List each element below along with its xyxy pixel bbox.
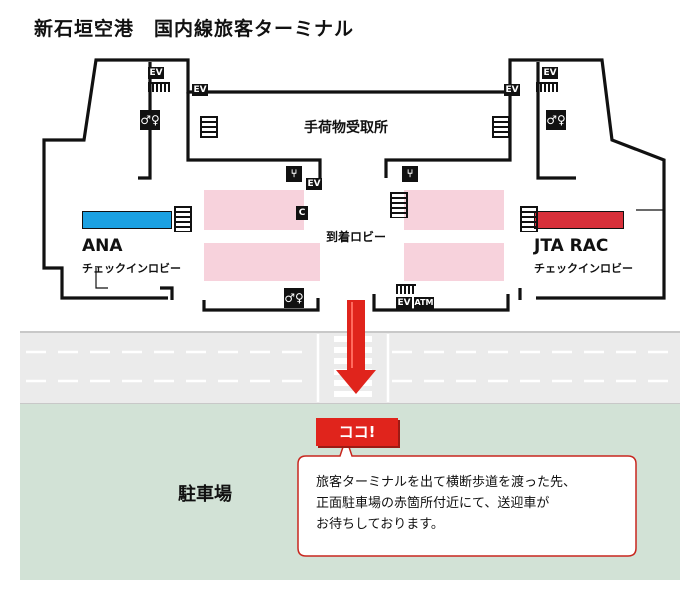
stairs-icon xyxy=(520,206,538,232)
arrival-lobby-label: 到着ロビー xyxy=(326,230,387,244)
ana-label: ANA xyxy=(82,236,123,256)
escalator-icon xyxy=(148,82,170,92)
callout-text: 旅客ターミナルを出て横断歩道を渡った先、 正面駐車場の赤箇所付近にて、送迎車が … xyxy=(316,472,626,535)
parking-label: 駐車場 xyxy=(178,484,232,505)
restaurant-icon: ⑂ xyxy=(286,166,302,182)
cash-icon: C xyxy=(296,206,308,220)
restroom-icon: ♂♀ xyxy=(140,110,160,130)
elevator-icon: EV xyxy=(192,84,208,96)
elevator-icon: EV xyxy=(148,67,164,79)
stairs-icon xyxy=(390,192,408,218)
restaurant-icon: ⑂ xyxy=(402,166,418,182)
page-title: 新石垣空港 国内線旅客ターミナル xyxy=(34,18,355,40)
minor-walls xyxy=(95,209,664,289)
koko-badge: ココ! xyxy=(316,418,398,446)
escalator-icon xyxy=(536,82,558,92)
elevator-icon: EV xyxy=(306,178,322,190)
escalator-icon xyxy=(396,284,416,294)
callout-line: お待ちしております。 xyxy=(316,517,444,532)
callout-line: 旅客ターミナルを出て横断歩道を渡った先、 xyxy=(316,475,577,490)
elevator-icon: EV xyxy=(542,67,558,79)
restroom-icon: ♂♀ xyxy=(284,288,304,308)
exit-arrow xyxy=(336,300,376,394)
stairs-icon xyxy=(200,116,218,138)
jta-checkin-label: チェックインロビー xyxy=(534,262,633,275)
stairs-icon xyxy=(492,116,510,138)
terminal-walls xyxy=(42,58,666,312)
elevator-icon: EV xyxy=(396,297,412,309)
stairs-icon xyxy=(174,206,192,232)
restroom-icon: ♂♀ xyxy=(546,110,566,130)
callout-line: 正面駐車場の赤箇所付近にて、送迎車が xyxy=(316,496,550,511)
jta-counter xyxy=(534,211,624,229)
ana-checkin-label: チェックインロビー xyxy=(82,262,181,275)
elevator-icon: EV xyxy=(504,84,520,96)
callout-shape xyxy=(297,435,637,557)
baggage-claim-label: 手荷物受取所 xyxy=(304,120,388,136)
arrival-lobby-areas xyxy=(204,190,504,281)
atm-icon: ATM xyxy=(414,297,434,309)
lane-markings xyxy=(26,334,676,402)
jta-label: JTA RAC xyxy=(534,236,609,256)
ana-counter xyxy=(82,211,172,229)
